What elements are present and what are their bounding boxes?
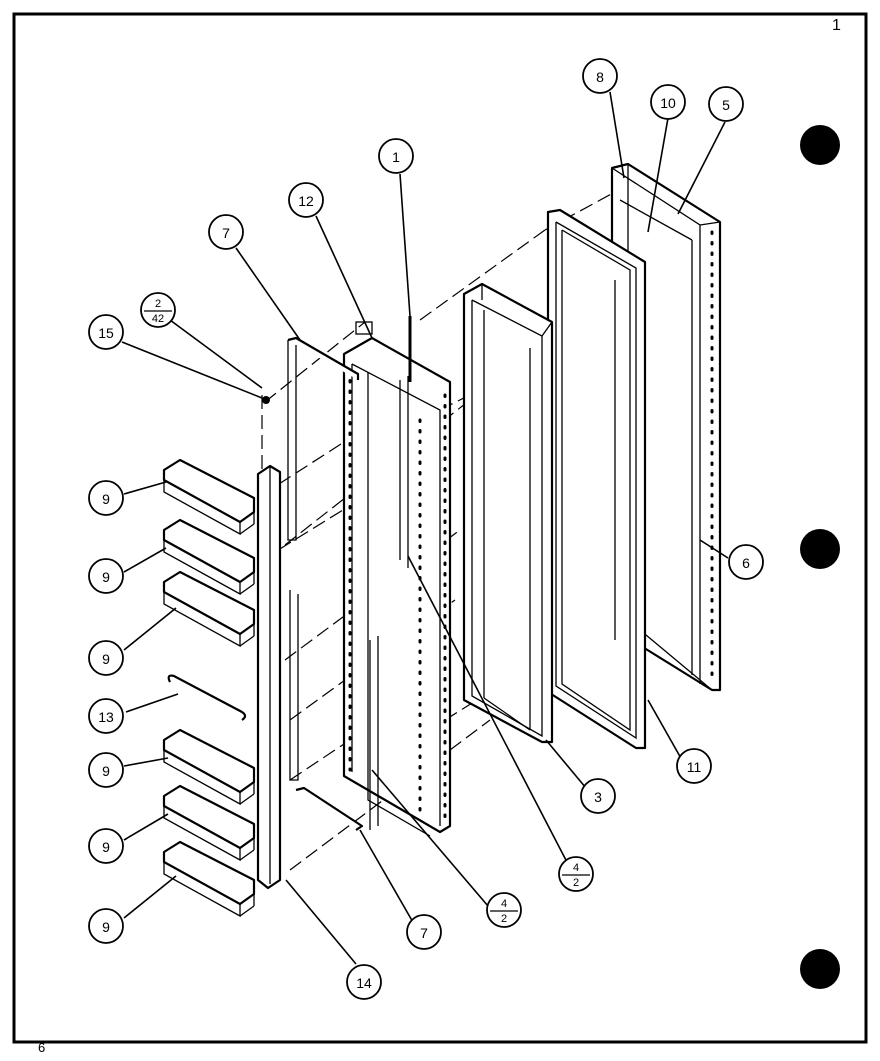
door-gasket-frame (546, 208, 647, 750)
svg-text:9: 9 (102, 491, 110, 507)
door-breaker-frame (342, 321, 452, 837)
binder-hole-bottom (800, 949, 840, 989)
callout-9-bin-2[interactable]: 9 (88, 558, 124, 594)
page-border (12, 12, 868, 1044)
door-bin-6 (162, 840, 256, 918)
svg-text:13: 13 (98, 709, 114, 725)
svg-text:3: 3 (594, 789, 602, 805)
leader-lines (121, 91, 729, 965)
svg-text:9: 9 (102, 763, 110, 779)
svg-text:2: 2 (501, 913, 507, 925)
callout-10[interactable]: 10 (650, 84, 686, 120)
callout-3[interactable]: 3 (580, 778, 616, 814)
callout-8[interactable]: 8 (582, 58, 618, 94)
callout-7-upper[interactable]: 7 (208, 214, 244, 250)
corner-mark: 1 (832, 17, 841, 34)
callout-1[interactable]: 1 (378, 138, 414, 174)
callout-14[interactable]: 14 (346, 964, 382, 1000)
svg-text:4: 4 (501, 898, 507, 910)
door-bin-1 (162, 458, 256, 536)
svg-text:2: 2 (573, 877, 579, 889)
svg-text:2: 2 (155, 298, 161, 310)
shelf-rail-upper (287, 336, 360, 541)
footer-mark: 6 (38, 1040, 45, 1055)
callout-4-over-2-lower[interactable]: 4 2 (486, 892, 522, 928)
callout-5[interactable]: 5 (708, 86, 744, 122)
callout-12[interactable]: 12 (288, 182, 324, 218)
svg-text:7: 7 (222, 225, 230, 241)
callout-11[interactable]: 11 (676, 748, 712, 784)
svg-text:9: 9 (102, 569, 110, 585)
callout-6[interactable]: 6 (728, 544, 764, 580)
svg-text:6: 6 (742, 555, 750, 571)
door-bin-2 (162, 518, 256, 596)
svg-text:10: 10 (660, 95, 676, 111)
svg-text:8: 8 (596, 69, 604, 85)
wire-retainer (167, 674, 247, 721)
callout-15[interactable]: 15 (88, 314, 124, 350)
svg-text:11: 11 (687, 759, 702, 775)
callout-9-bin-6[interactable]: 9 (88, 908, 124, 944)
binder-hole-top (800, 125, 840, 165)
svg-text:9: 9 (102, 839, 110, 855)
callout-2-over-42[interactable]: 2 42 (140, 292, 176, 328)
door-bin-5 (162, 784, 256, 862)
inner-door-liner (462, 282, 554, 744)
binder-hole-middle (800, 529, 840, 569)
svg-text:1: 1 (392, 149, 400, 165)
svg-text:12: 12 (298, 193, 314, 209)
svg-text:4: 4 (573, 862, 579, 874)
shelf-rail-lower (289, 590, 364, 831)
callout-13[interactable]: 13 (88, 698, 124, 734)
svg-text:5: 5 (722, 97, 730, 113)
svg-text:9: 9 (102, 651, 110, 667)
svg-text:9: 9 (102, 919, 110, 935)
svg-text:7: 7 (420, 925, 428, 941)
door-bin-3 (162, 570, 256, 648)
callout-9-bin-1[interactable]: 9 (88, 480, 124, 516)
svg-text:15: 15 (98, 325, 114, 341)
svg-text:14: 14 (356, 975, 372, 991)
callout-4-over-2-upper[interactable]: 4 2 (558, 856, 594, 892)
door-bin-4 (162, 728, 256, 806)
front-trim-strip (256, 464, 282, 890)
callout-7-lower[interactable]: 7 (406, 914, 442, 950)
callout-9-bin-3[interactable]: 9 (88, 640, 124, 676)
svg-text:42: 42 (152, 313, 164, 325)
callout-9-bin-4[interactable]: 9 (88, 752, 124, 788)
callout-9-bin-5[interactable]: 9 (88, 828, 124, 864)
screw-part (262, 396, 270, 404)
